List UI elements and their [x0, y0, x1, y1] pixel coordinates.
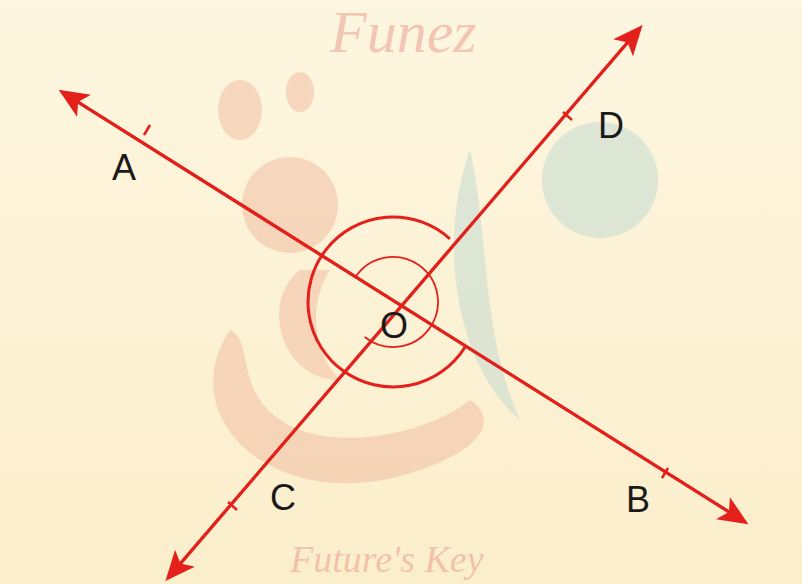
watermark: Funez	[330, 2, 477, 62]
line-cd-to-c	[168, 28, 640, 578]
point-label: A	[112, 150, 136, 186]
line-cd-to-d	[168, 28, 640, 578]
point-label: O	[380, 308, 408, 344]
watermark-logo	[213, 72, 658, 483]
line-ab-to-b	[62, 92, 745, 522]
angle-arcs	[308, 217, 465, 387]
lines	[62, 28, 745, 578]
line-ab-to-a	[62, 92, 745, 522]
point-label: D	[598, 108, 624, 144]
point-label: C	[270, 480, 296, 516]
point-label: B	[626, 482, 650, 518]
tick-marks	[144, 112, 668, 510]
watermark: Future's Key	[290, 540, 484, 578]
